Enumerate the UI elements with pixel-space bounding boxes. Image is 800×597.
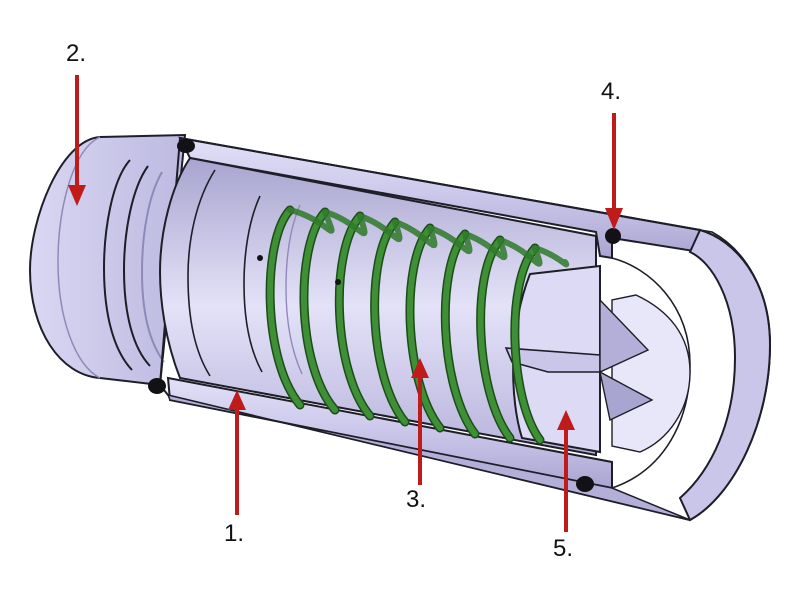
- callout-arrows: [68, 75, 623, 532]
- callout-label-5: 5.: [553, 535, 574, 562]
- callout-label-3: 3.: [406, 486, 427, 513]
- callout-label-1: 1.: [224, 520, 245, 547]
- end-cap: [28, 133, 187, 387]
- o-ring: [148, 139, 621, 492]
- cross-insert: [504, 264, 654, 454]
- arrow-4: [605, 113, 623, 230]
- spring: [265, 205, 570, 445]
- arrow-1: [228, 390, 246, 515]
- arrow-5: [557, 410, 575, 532]
- arrow-2: [68, 75, 86, 206]
- housing-body: [158, 136, 772, 522]
- callout-label-4: 4.: [601, 78, 622, 105]
- callout-label-2: 2.: [66, 40, 87, 67]
- arrow-3: [411, 358, 429, 485]
